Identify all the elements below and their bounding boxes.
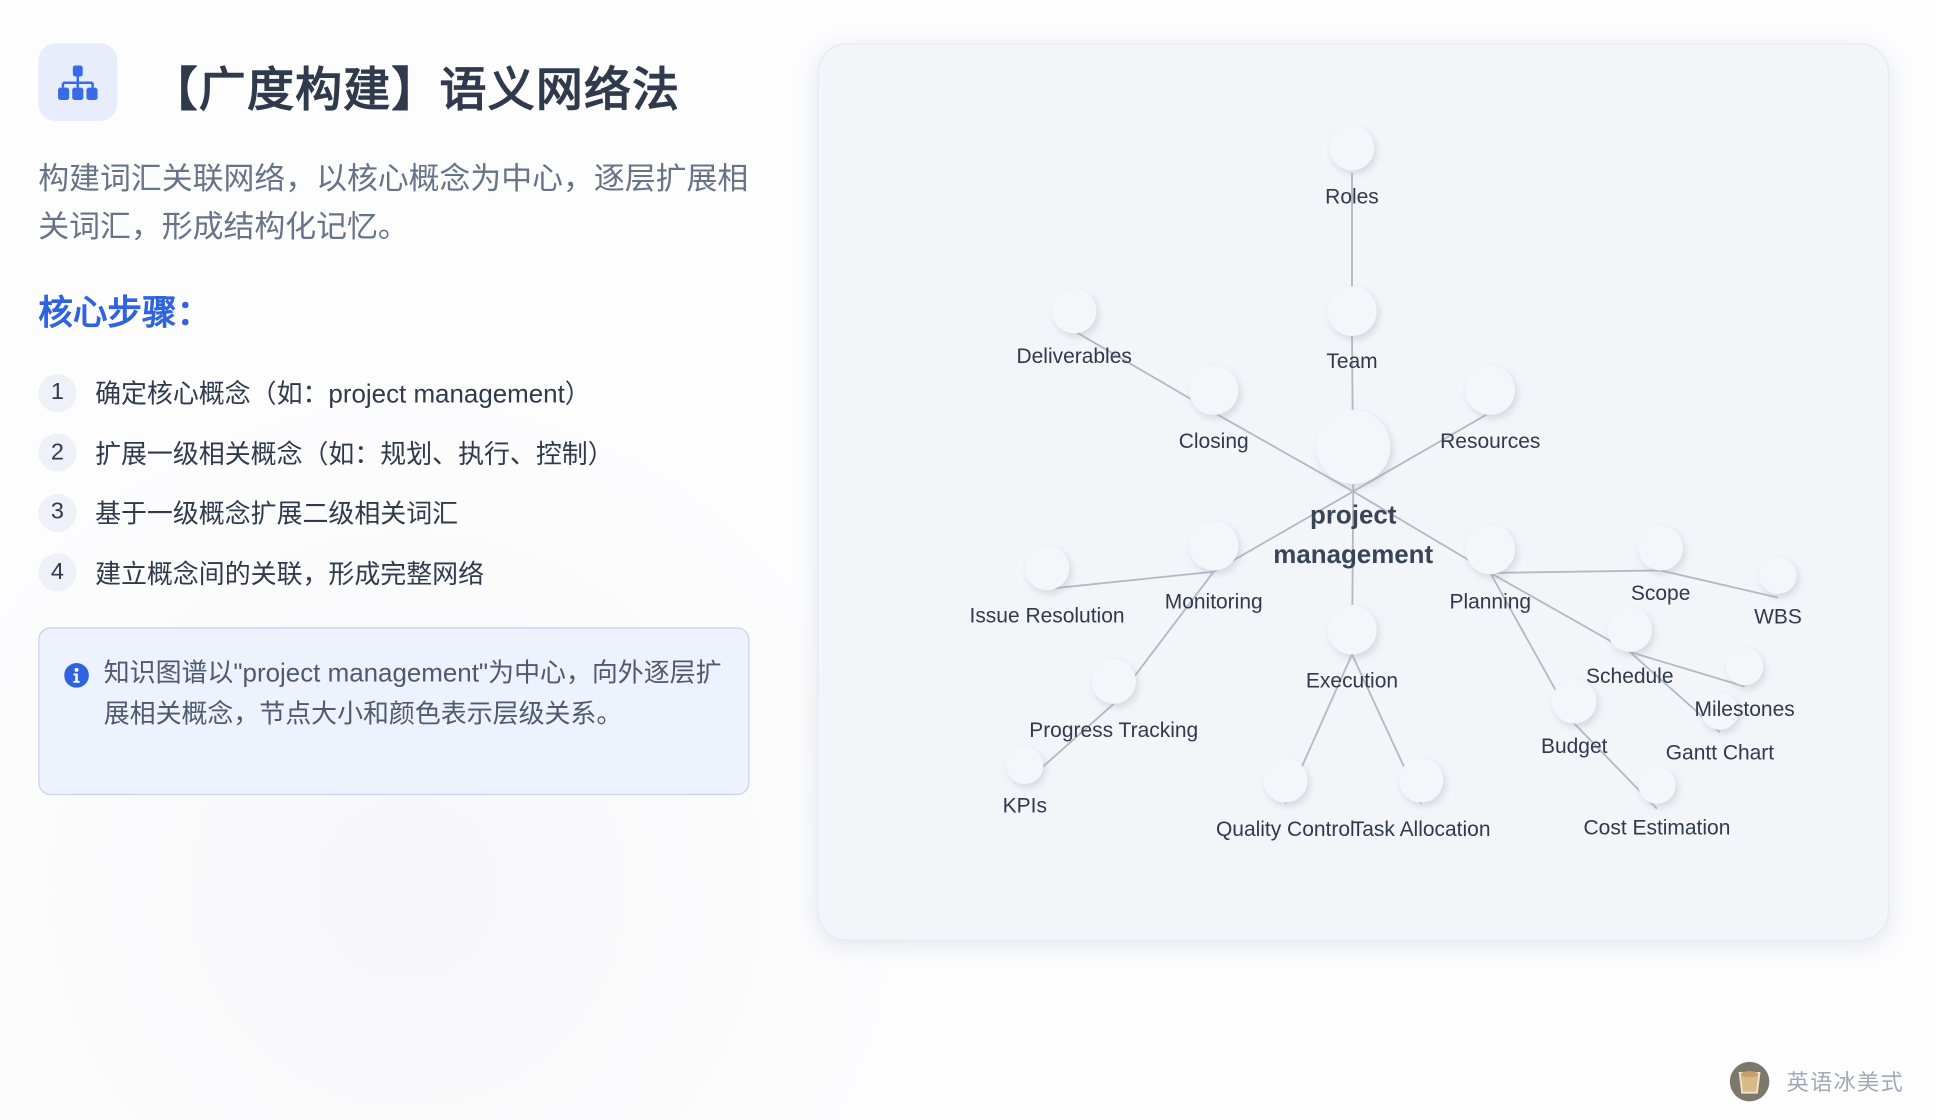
step-text: 基于一级概念扩展二级相关词汇 (95, 500, 459, 529)
info-icon (64, 663, 89, 688)
node-circle-planning[interactable] (1465, 524, 1515, 575)
node-circle-pm[interactable] (1316, 409, 1391, 485)
step-item: 4 建立概念间的关联，形成完整网络 (38, 543, 613, 603)
node-circle-resources[interactable] (1465, 365, 1515, 415)
step-number: 2 (38, 433, 77, 472)
node-circle-gantt[interactable] (1701, 692, 1739, 730)
node-circle-progress[interactable] (1091, 659, 1136, 704)
node-circle-deliverables[interactable] (1051, 288, 1097, 334)
node-label-task: Task Allocation (1352, 818, 1491, 841)
node-label-root: management (1273, 541, 1433, 569)
edge-monitoring-issue (1046, 570, 1214, 590)
info-box: 知识图谱以"project management"为中心，向外逐层扩展相关概念，… (38, 627, 750, 796)
node-label-scope: Scope (1631, 582, 1690, 605)
coffee-cup-logo-icon (1729, 1061, 1770, 1102)
node-circle-quality[interactable] (1263, 758, 1308, 803)
description: 构建词汇关联网络，以核心概念为中心，逐层扩展相关词汇，形成结构化记忆。 (38, 161, 749, 245)
node-label-deliverables: Deliverables (1016, 345, 1131, 368)
node-label-cost: Cost Estimation (1584, 817, 1731, 840)
node-label-schedule: Schedule (1586, 665, 1673, 688)
node-label-planning: Planning (1449, 591, 1531, 614)
watermark: 英语冰美式 (1729, 1061, 1904, 1102)
step-item: 1 确定核心概念（如：project management） (38, 363, 613, 423)
sitemap-icon (58, 64, 98, 100)
edge-pm-planning (1352, 490, 1491, 574)
step-item: 3 基于一级概念扩展二级相关词汇 (38, 483, 613, 543)
node-label-root: project (1310, 502, 1397, 530)
step-number: 1 (38, 373, 77, 413)
node-label-milestones: Milestones (1695, 698, 1795, 721)
node-circle-scope[interactable] (1638, 525, 1683, 571)
node-circle-task[interactable] (1398, 758, 1444, 803)
node-circle-milestones[interactable] (1726, 648, 1764, 686)
node-label-gantt: Gantt Chart (1666, 741, 1775, 764)
edge-planning-schedule (1489, 572, 1631, 653)
step-number: 4 (38, 553, 77, 592)
step-text: 确定核心概念（如：project management） (95, 380, 591, 409)
edge-pm-resources (1352, 411, 1491, 493)
node-label-resources: Resources (1440, 430, 1540, 453)
node-circle-execution[interactable] (1327, 605, 1377, 655)
header-icon-box (38, 43, 118, 122)
edge-closing-deliverables (1073, 330, 1215, 414)
node-circle-roles[interactable] (1329, 125, 1375, 171)
step-text: 建立概念间的关联，形成完整网络 (95, 560, 485, 589)
node-label-quality: Quality Control (1216, 818, 1355, 841)
step-number: 3 (38, 493, 77, 532)
steps-list: 1 确定核心概念（如：project management） 2 扩展一级相关概念（… (38, 363, 614, 603)
step-text: 扩展一级相关概念（如：规划、执行、控制） (95, 440, 614, 469)
node-label-execution: Execution (1306, 670, 1398, 693)
step-item: 2 扩展一级相关概念（如：规划、执行、控制） (38, 423, 614, 483)
node-circle-kpis[interactable] (1006, 746, 1044, 785)
node-label-roles: Roles (1325, 186, 1379, 209)
edge-pm-closing (1213, 411, 1354, 493)
page-title: 【广度构建】语义网络法 (150, 65, 681, 118)
node-label-budget: Budget (1541, 735, 1608, 758)
node-label-wbs: WBS (1754, 606, 1802, 629)
node-label-issue: Issue Resolution (970, 604, 1125, 627)
node-label-monitoring: Monitoring (1165, 591, 1263, 614)
node-label-kpis: KPIs (1003, 794, 1047, 817)
node-label-closing: Closing (1179, 430, 1249, 453)
node-circle-team[interactable] (1327, 286, 1377, 336)
node-circle-closing[interactable] (1189, 365, 1239, 415)
node-circle-issue[interactable] (1024, 545, 1070, 591)
node-circle-monitoring[interactable] (1189, 521, 1239, 571)
edge-schedule-milestones (1629, 651, 1745, 688)
watermark-text: 英语冰美式 (1786, 1070, 1904, 1096)
steps-heading: 核心步骤： (38, 293, 212, 333)
node-circle-wbs[interactable] (1759, 556, 1797, 594)
node-circle-cost[interactable] (1638, 766, 1676, 804)
node-label-progress: Progress Tracking (1029, 719, 1198, 742)
node-circle-schedule[interactable] (1607, 607, 1653, 652)
edge-planning-scope (1490, 569, 1661, 574)
info-text: 知识图谱以"project management"为中心，向外逐层扩展相关概念，… (103, 659, 722, 729)
node-circle-budget[interactable] (1552, 679, 1597, 724)
edge-scope-wbs (1660, 569, 1779, 599)
node-label-team: Team (1326, 350, 1377, 373)
edge-pm-monitoring (1213, 490, 1354, 573)
